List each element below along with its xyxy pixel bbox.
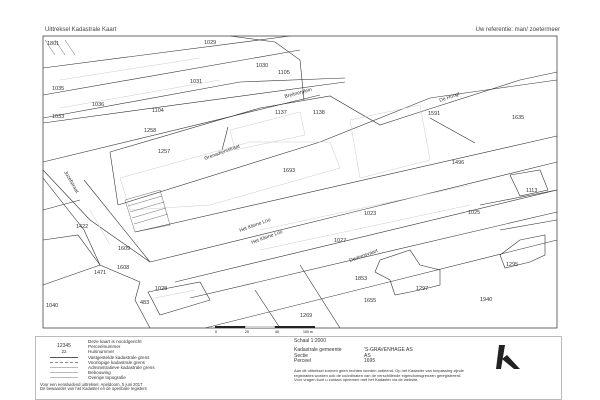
parcel-number: 1609 — [118, 246, 130, 252]
parcel-number: 1853 — [355, 276, 367, 282]
parcel-number: 1940 — [480, 297, 492, 303]
parcel-info: Schaal 1:2000 Kadastrale gemeente'S-GRAV… — [294, 338, 464, 383]
parcel-number: 1105 — [278, 70, 290, 76]
hatched-area — [44, 39, 171, 233]
parcel-number: 1297 — [416, 286, 428, 292]
topography — [59, 57, 471, 299]
legend-item: Overige topografie — [40, 375, 280, 380]
parcel-number: 1025 — [468, 210, 480, 216]
parcel-number: 1655 — [364, 298, 376, 304]
parcel-number: 1031 — [190, 79, 202, 85]
parcel-number: 1269 — [300, 313, 312, 319]
parcel-number: 1295 — [506, 262, 518, 268]
parcel-number: 1137 — [275, 110, 287, 116]
parcel-number: 1027 — [334, 238, 346, 244]
legend-item: Voorlopige kadastrale grens — [40, 360, 280, 365]
parcel-number: 1029 — [204, 40, 216, 46]
street-name: Het Kleine Loo — [239, 217, 272, 234]
reference-text: Uw referentie: man/ zoetermeer — [475, 27, 560, 33]
parcel-number: 1608 — [117, 265, 129, 271]
parcel-number: 1028 — [155, 286, 167, 292]
parcel-number: 1113 — [526, 188, 537, 194]
parcel-number: 1040 — [46, 303, 58, 309]
street-name: Grenadiersstraat — [204, 143, 242, 162]
map-title: Uittreksel Kadastrale Kaart — [45, 27, 117, 33]
street-name: Dedemsvaart — [349, 248, 380, 264]
parcel-number: 1422 — [76, 224, 88, 230]
parcel-number: 1030 — [256, 63, 268, 69]
legend-item: Vastgestelde kadastrale grens — [40, 355, 280, 360]
legend-item: Administratieve kadastrale grens — [40, 365, 280, 370]
scale-text: Schaal 1:2000 — [294, 338, 326, 344]
parcel-number: 1138 — [313, 110, 325, 116]
street-name: Jozefstraat — [62, 170, 80, 195]
parcel-number: 1801 — [47, 41, 59, 47]
parcel-number: 1635 — [512, 115, 524, 121]
scale-tick-label: 20 — [245, 330, 249, 334]
scale-tick-label: 0 — [215, 330, 217, 334]
parcel-number: 1036 — [92, 102, 104, 108]
parcel-number: 1023 — [364, 211, 376, 217]
parcel-boundaries — [42, 35, 558, 329]
parcel-number: 1104 — [152, 108, 164, 114]
legend-item: Bebouwing — [40, 370, 280, 375]
scale-bar: 0 20 40 100 m — [215, 325, 315, 335]
street-name: Het Kleine Loo — [251, 229, 284, 246]
parcel-number: 1496 — [452, 160, 464, 166]
legend-item: Deze kaart is noordgericht — [88, 339, 142, 344]
parcel-number: 1257 — [158, 149, 170, 155]
street-name: De Hoogt — [439, 91, 461, 104]
disclaimer-text: Aan dit uittreksel kunnen geen rechten w… — [294, 368, 464, 383]
legend-footer: Voor een eensluidend uittreksel, Apeldoo… — [40, 381, 147, 392]
parcel-number: 1693 — [283, 168, 295, 174]
parcel-number: 483 — [140, 300, 149, 306]
parcel-number: 1591 — [428, 111, 440, 117]
parcel-number: 1033 — [52, 114, 64, 120]
parcel-number: 1258 — [144, 128, 156, 134]
kadaster-logo — [496, 345, 520, 369]
parcel-number: 1035 — [52, 86, 64, 92]
scale-tick-label: 100 m — [303, 330, 313, 334]
scale-tick-label: 40 — [275, 330, 279, 334]
info-row: Kadastrale gemeente'S-GRAVENHAGE AS — [294, 346, 413, 353]
parcel-number: 1471 — [94, 270, 106, 276]
